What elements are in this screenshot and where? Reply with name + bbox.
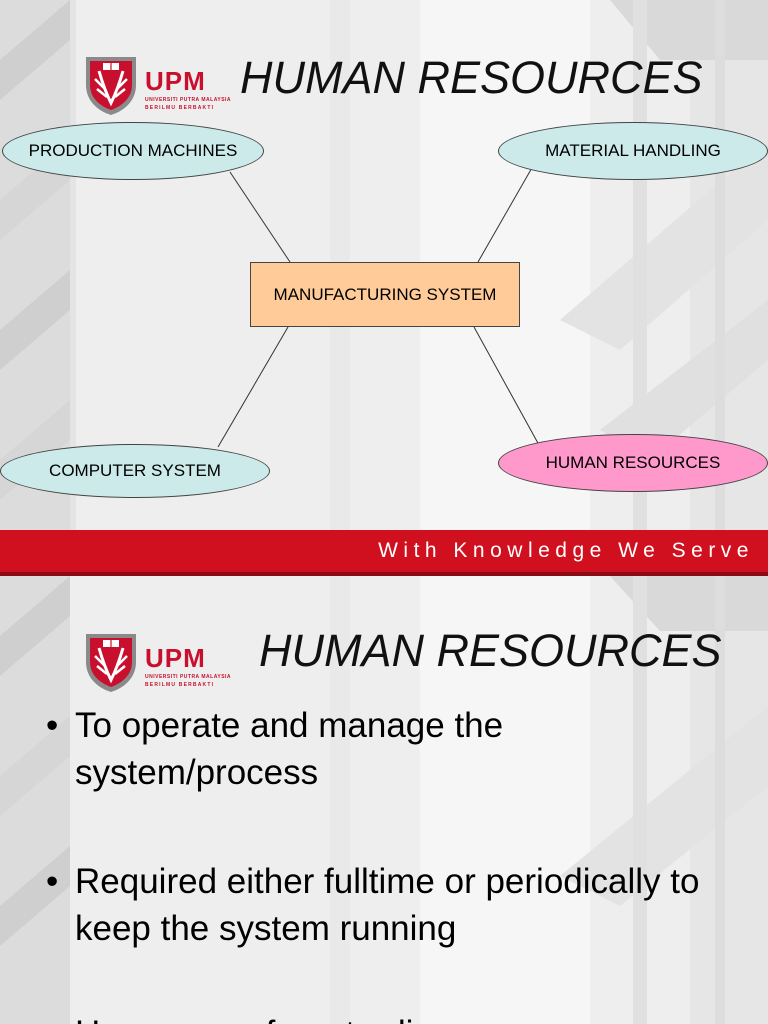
bullet-marker: • bbox=[46, 706, 59, 745]
node-production-machines-label: PRODUCTION MACHINES bbox=[28, 141, 238, 160]
logo-wordmark: UPM bbox=[145, 643, 206, 673]
logo-wordmark: UPM bbox=[145, 66, 206, 96]
upm-logo: UPM UNIVERSITI PUTRA MALAYSIA BERILMU BE… bbox=[83, 55, 231, 122]
logo-subline-motto: BERILMU BERBAKTI bbox=[145, 105, 215, 111]
footer-tagline: With Knowledge We Serve bbox=[378, 539, 754, 562]
node-computer-system-label: COMPUTER SYSTEM bbox=[49, 461, 221, 480]
diagram-connectors bbox=[217, 165, 540, 448]
connector-production bbox=[229, 171, 291, 263]
bullet-text: Required either fulltime or periodically… bbox=[75, 862, 700, 948]
node-material-handling-label: MATERIAL HANDLING bbox=[545, 141, 721, 160]
connector-human bbox=[473, 326, 540, 446]
node-manufacturing-system-label: MANUFACTURING SYSTEM bbox=[273, 284, 497, 304]
bullet-text: Humans perform trading bbox=[75, 1010, 745, 1024]
node-human-resources: HUMAN RESOURCES bbox=[498, 434, 768, 492]
slide-manufacturing-diagram: UPM UNIVERSITI PUTRA MALAYSIA BERILMU BE… bbox=[0, 0, 768, 576]
bullet-marker: • bbox=[46, 1010, 74, 1024]
upm-logo: UPM UNIVERSITI PUTRA MALAYSIA BERILMU BE… bbox=[83, 632, 231, 699]
slide-human-resources-bullets: UPM UNIVERSITI PUTRA MALAYSIA BERILMU BE… bbox=[0, 576, 768, 1024]
connector-computer bbox=[217, 326, 289, 448]
bullet-text: To operate and manage the system/process bbox=[75, 706, 504, 792]
upm-crest-icon bbox=[86, 634, 136, 692]
bullet-marker: • bbox=[46, 862, 59, 901]
node-manufacturing-system: MANUFACTURING SYSTEM bbox=[250, 262, 520, 327]
node-production-machines: PRODUCTION MACHINES bbox=[2, 122, 264, 180]
connector-material bbox=[477, 165, 534, 263]
upm-crest-icon bbox=[86, 57, 136, 115]
node-material-handling: MATERIAL HANDLING bbox=[498, 122, 768, 180]
footer-band: With Knowledge We Serve bbox=[0, 530, 768, 576]
slide-title: HUMAN RESOURCES bbox=[240, 52, 703, 103]
logo-subline-motto: BERILMU BERBAKTI bbox=[145, 682, 215, 688]
slide-title: HUMAN RESOURCES bbox=[259, 625, 722, 676]
logo-subline-university: UNIVERSITI PUTRA MALAYSIA bbox=[145, 97, 232, 103]
node-computer-system: COMPUTER SYSTEM bbox=[0, 444, 270, 498]
logo-subline-university: UNIVERSITI PUTRA MALAYSIA bbox=[145, 674, 232, 680]
node-human-resources-label: HUMAN RESOURCES bbox=[545, 453, 721, 472]
